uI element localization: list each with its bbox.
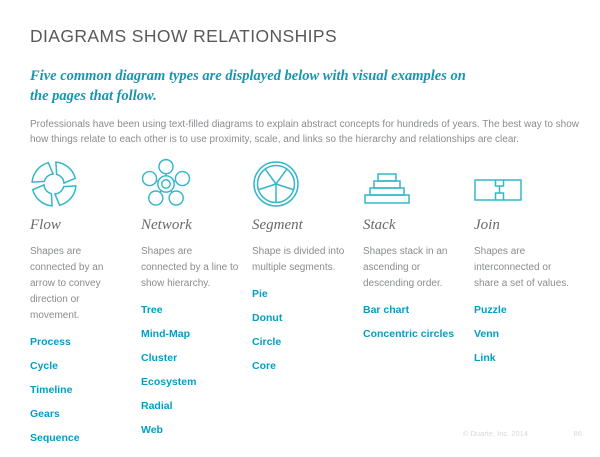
segment-links: Pie Donut Circle Core bbox=[252, 289, 363, 372]
column-desc-join: Shapes are interconnected or share a set… bbox=[474, 246, 570, 289]
link-radial[interactable]: Radial bbox=[141, 400, 173, 412]
join-links: Puzzle Venn Link bbox=[474, 305, 585, 364]
column-desc-network: Shapes are connected by a line to show h… bbox=[141, 246, 239, 289]
column-desc-segment: Shape is divided into multiple segments. bbox=[252, 246, 345, 273]
column-heading-stack: Stack bbox=[363, 217, 396, 233]
link-bar-chart[interactable]: Bar chart bbox=[363, 304, 410, 316]
flow-cycle-icon bbox=[30, 158, 141, 208]
link-link[interactable]: Link bbox=[474, 352, 496, 364]
column-heading-join: Join bbox=[474, 217, 500, 233]
link-concentric-circles[interactable]: Concentric circles bbox=[363, 328, 455, 340]
link-timeline[interactable]: Timeline bbox=[30, 384, 73, 396]
column-stack: Stack Shapes stack in an ascending or de… bbox=[363, 158, 474, 457]
intro-paragraph: Professionals have been using text-fille… bbox=[30, 119, 580, 145]
link-mind-map[interactable]: Mind-Map bbox=[141, 328, 190, 340]
link-circle[interactable]: Circle bbox=[252, 336, 282, 348]
link-venn[interactable]: Venn bbox=[474, 328, 500, 340]
stack-icon bbox=[363, 158, 474, 208]
column-join: Join Shapes are interconnected or share … bbox=[474, 158, 585, 457]
column-heading-flow: Flow bbox=[30, 217, 61, 233]
diagram-type-columns: Flow Shapes are connected by an arrow to… bbox=[30, 158, 585, 457]
link-ecosystem[interactable]: Ecosystem bbox=[141, 376, 197, 388]
link-process[interactable]: Process bbox=[30, 336, 71, 348]
flow-links: Process Cycle Timeline Gears Sequence bbox=[30, 337, 141, 444]
link-tree[interactable]: Tree bbox=[141, 304, 163, 316]
link-web[interactable]: Web bbox=[141, 424, 163, 436]
link-donut[interactable]: Donut bbox=[252, 312, 283, 324]
column-desc-stack: Shapes stack in an ascending or descendi… bbox=[363, 246, 448, 289]
footer-page-number: 86 bbox=[573, 429, 582, 438]
link-gears[interactable]: Gears bbox=[30, 408, 60, 420]
stack-links: Bar chart Concentric circles bbox=[363, 305, 474, 340]
column-desc-flow: Shapes are connected by an arrow to conv… bbox=[30, 246, 104, 321]
link-cycle[interactable]: Cycle bbox=[30, 360, 59, 372]
segment-icon bbox=[252, 158, 363, 208]
column-heading-segment: Segment bbox=[252, 217, 303, 233]
footer-copyright: © Duarte, Inc. 2014 bbox=[462, 429, 528, 438]
link-pie[interactable]: Pie bbox=[252, 288, 268, 300]
join-puzzle-icon bbox=[474, 158, 585, 208]
network-icon bbox=[141, 158, 252, 208]
column-network: Network Shapes are connected by a line t… bbox=[141, 158, 252, 457]
column-flow: Flow Shapes are connected by an arrow to… bbox=[30, 158, 141, 457]
link-cluster[interactable]: Cluster bbox=[141, 352, 178, 364]
link-core[interactable]: Core bbox=[252, 360, 276, 372]
column-heading-network: Network bbox=[141, 217, 192, 233]
network-links: Tree Mind-Map Cluster Ecosystem Radial W… bbox=[141, 305, 252, 436]
link-puzzle[interactable]: Puzzle bbox=[474, 304, 507, 316]
column-segment: Segment Shape is divided into multiple s… bbox=[252, 158, 363, 457]
link-sequence[interactable]: Sequence bbox=[30, 432, 80, 444]
page-title: DIAGRAMS SHOW RELATIONSHIPS bbox=[30, 26, 338, 46]
subtitle: Five common diagram types are displayed … bbox=[30, 68, 466, 105]
